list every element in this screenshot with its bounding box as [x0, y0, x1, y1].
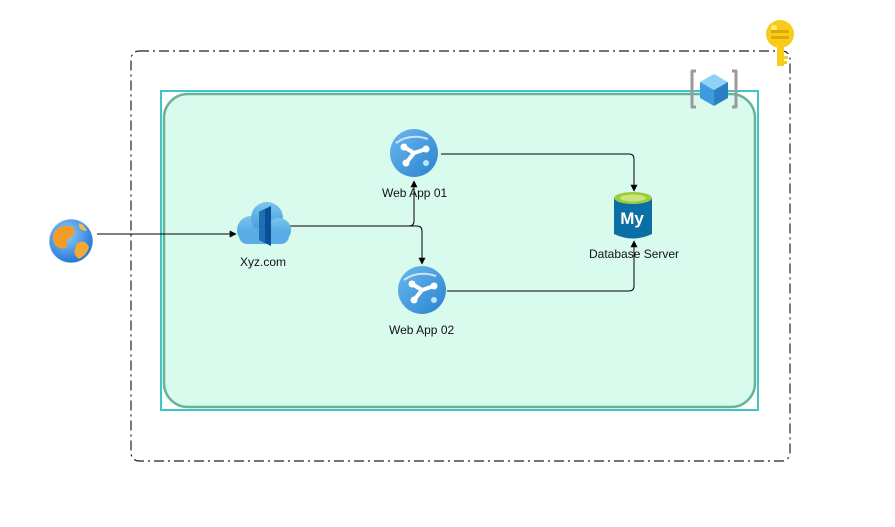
edge-webapp01-database [441, 153, 638, 192]
resource-group-cube-icon [690, 69, 738, 109]
globe-icon [48, 218, 94, 264]
app-service-icon-01 [390, 129, 438, 177]
edge-frontdoor-webapp02 [286, 225, 426, 265]
front-door-label: Xyz.com [240, 255, 287, 269]
edge-webapp02-database [447, 240, 638, 292]
key-icon [766, 20, 794, 66]
mysql-database-icon: My [614, 192, 652, 239]
front-door-cloud-icon [237, 202, 291, 246]
outer-boundary [130, 50, 791, 462]
app-service-icon-02 [398, 266, 446, 314]
database-server-label: Database Server [589, 247, 680, 261]
mysql-icon-text: My [620, 209, 644, 228]
inner-zone [162, 92, 757, 409]
web-app-02-label: Web App 02 [389, 323, 455, 337]
connectors [97, 153, 638, 292]
web-app-01-label: Web App 01 [382, 186, 448, 200]
resource-group-frame [160, 90, 759, 411]
